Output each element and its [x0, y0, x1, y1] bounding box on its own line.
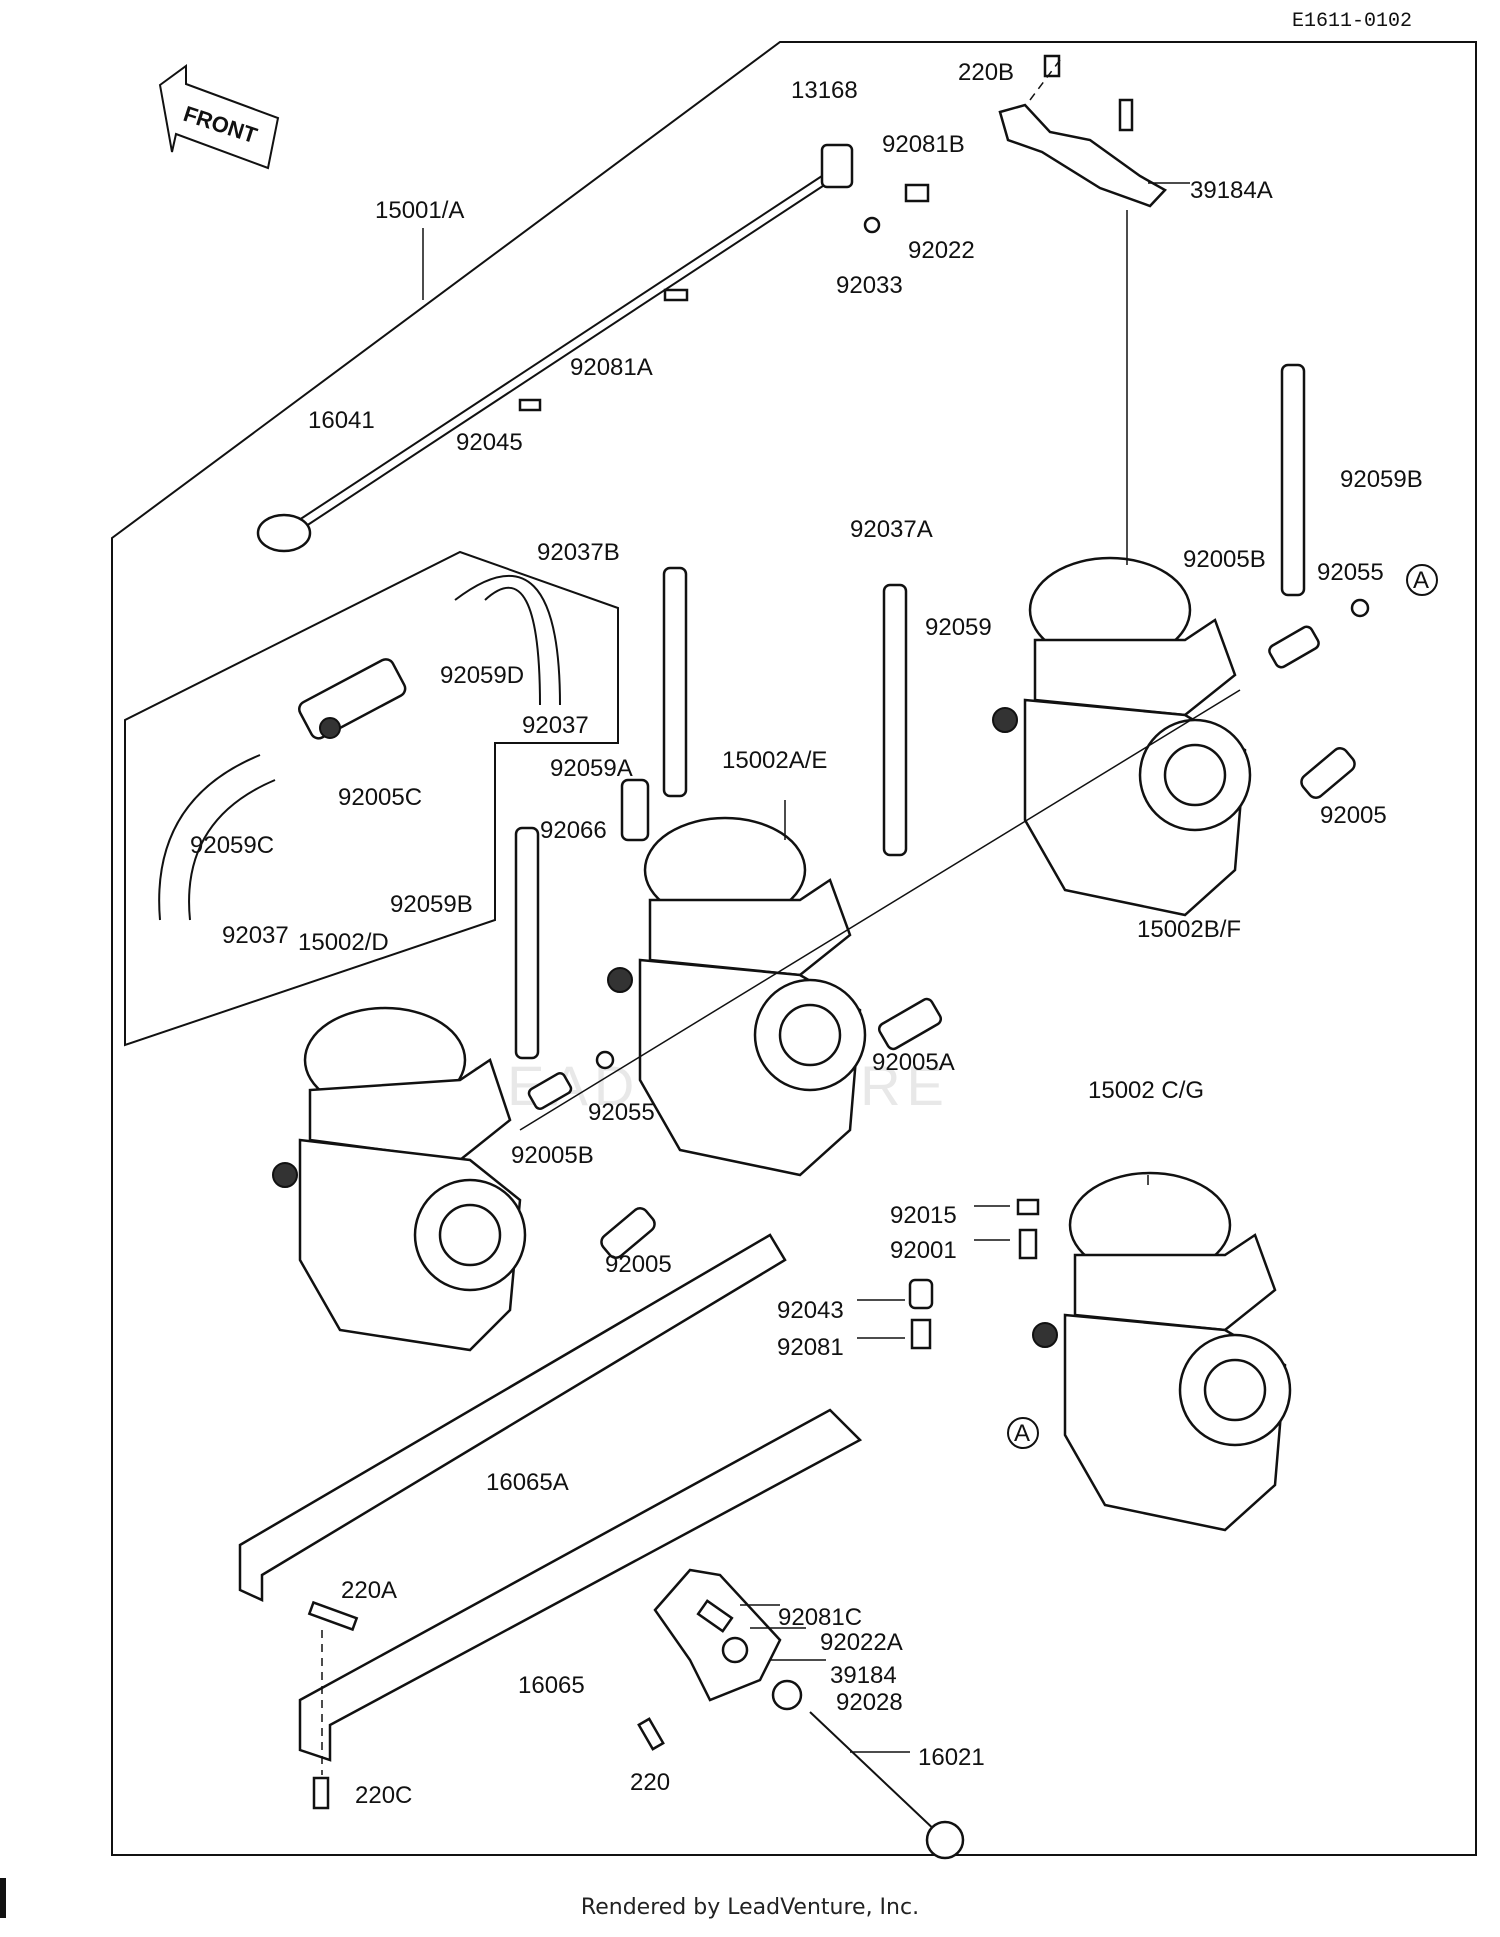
carburetor-15002-cg: [1032, 1171, 1292, 1532]
label-92045: 92045: [456, 429, 523, 456]
label-92005-mid: 92005: [605, 1251, 672, 1278]
tube-92059: [882, 583, 908, 857]
label-13168: 13168: [791, 77, 858, 104]
tee-92005b-mid: [527, 1072, 573, 1110]
hose-kit-enclosure: [124, 550, 619, 1047]
label-92005b-mid: 92005B: [511, 1142, 594, 1169]
label-92059: 92059: [925, 614, 992, 641]
page-edge-mark: [0, 1878, 6, 1918]
label-92037-low: 92037: [222, 922, 289, 949]
label-92055-mid: 92055: [588, 1099, 655, 1126]
label-15002d: 15002/D: [298, 929, 389, 956]
label-92059d: 92059D: [440, 662, 524, 689]
label-16065a: 16065A: [486, 1469, 569, 1496]
label-92081: 92081: [777, 1334, 844, 1361]
callout-a-left: A: [1007, 1417, 1039, 1449]
plug-92043: [908, 1278, 934, 1310]
joint-92005-right: [1300, 747, 1356, 799]
screw-220c: [312, 1776, 330, 1810]
label-92081b: 92081B: [882, 131, 965, 158]
label-220a: 220A: [341, 1577, 397, 1604]
callout-a-right: A: [1406, 564, 1438, 596]
nut-92015: [1016, 1198, 1040, 1216]
label-92081c: 92081C: [778, 1604, 862, 1631]
cap-92066: [620, 778, 650, 842]
label-92005c: 92005C: [338, 784, 422, 811]
label-92059c: 92059C: [190, 832, 274, 859]
tube-92037b: [662, 566, 688, 798]
label-92028: 92028: [836, 1689, 903, 1716]
label-220: 220: [630, 1769, 670, 1796]
carburetor-15002-d: [272, 1006, 527, 1352]
label-15002ae: 15002A/E: [722, 747, 827, 774]
label-92037b: 92037B: [537, 539, 620, 566]
label-92033: 92033: [836, 272, 903, 299]
washer-92055-right: [1350, 598, 1370, 618]
label-92022a: 92022A: [820, 1629, 903, 1656]
label-39184a: 39184A: [1190, 177, 1273, 204]
nut-92028: [771, 1679, 803, 1711]
label-220b: 220B: [958, 59, 1014, 86]
tee-92005a: [877, 997, 943, 1051]
label-16065: 16065: [518, 1672, 585, 1699]
washer-92022a: [721, 1636, 749, 1664]
plate-16065: [298, 1408, 863, 1762]
front-arrow-icon: FRONT: [158, 64, 280, 170]
label-92037a: 92037A: [850, 516, 933, 543]
tube-92059b-mid: [514, 826, 540, 1060]
choke-rod: [256, 143, 930, 553]
label-92005b-right: 92005B: [1183, 546, 1266, 573]
screw-16021: [809, 1711, 941, 1836]
diagram-code: E1611-0102: [1292, 10, 1412, 33]
label-15002bf: 15002B/F: [1137, 916, 1241, 943]
spring-92081: [910, 1318, 932, 1350]
label-92055-right: 92055: [1317, 559, 1384, 586]
screw-220a: [307, 1600, 359, 1632]
washer-92055-mid: [595, 1050, 615, 1070]
label-92059b-mid: 92059B: [390, 891, 473, 918]
plate-16065a: [238, 1233, 787, 1602]
label-92005a: 92005A: [872, 1049, 955, 1076]
label-92043: 92043: [777, 1297, 844, 1324]
label-92037-top: 92037: [522, 712, 589, 739]
label-16021: 16021: [918, 1744, 985, 1771]
hose-92059c: [158, 754, 261, 921]
label-92059b-top: 92059B: [1340, 466, 1423, 493]
joint-92005-mid: [600, 1207, 656, 1259]
label-92081a: 92081A: [570, 354, 653, 381]
label-92005-right: 92005: [1320, 802, 1387, 829]
label-92001: 92001: [890, 1237, 957, 1264]
fuel-line: [519, 689, 1241, 1131]
label-16041: 16041: [308, 407, 375, 434]
label-92022: 92022: [908, 237, 975, 264]
svg-text:A: A: [1413, 567, 1429, 594]
footer-credit: Rendered by LeadVenture, Inc.: [580, 1895, 920, 1920]
bracket-39184a: [998, 54, 1168, 208]
tee-92005c: [298, 658, 407, 740]
screw-92001: [1018, 1228, 1038, 1260]
diagram-border: [111, 41, 1477, 1856]
label-92015: 92015: [890, 1202, 957, 1229]
label-15001a: 15001/A: [375, 197, 464, 224]
tee-92005b-right: [1268, 625, 1320, 669]
label-39184: 39184: [830, 1662, 897, 1689]
bracket-39184: [653, 1568, 782, 1702]
label-15002cg: 15002 C/G: [1088, 1077, 1204, 1104]
spring-92081c: [696, 1599, 734, 1633]
carburetor-15002-ae: [607, 816, 867, 1177]
hose-92059d: [454, 574, 561, 706]
screw-220: [637, 1717, 665, 1751]
label-92059a: 92059A: [550, 755, 633, 782]
svg-text:A: A: [1014, 1420, 1030, 1447]
label-92066: 92066: [540, 817, 607, 844]
tube-92059b-top: [1280, 363, 1306, 597]
label-220c: 220C: [355, 1782, 412, 1809]
carburetor-15002-bf: [992, 556, 1252, 917]
